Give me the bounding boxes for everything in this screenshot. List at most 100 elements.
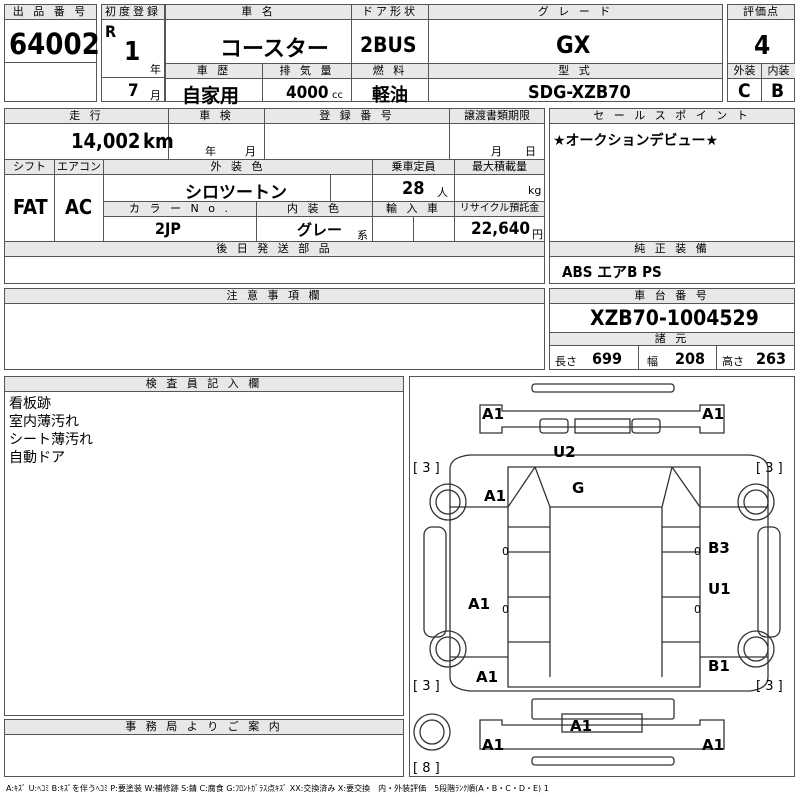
int-label: 内装 [762,64,795,79]
import-label: 輸 入 車 [373,202,454,217]
mark-left-front: A1 [484,487,506,505]
mark-u1: U1 [708,580,731,598]
grade: GX [556,31,591,59]
color-label: 外 装 色 [104,160,372,175]
specs-label: 諸 元 [550,333,794,346]
era: R [105,22,117,41]
mark-front-left: A1 [482,405,504,423]
displacement-value: 4000 [286,83,329,103]
mileage-label: 走 行 [5,109,168,124]
lot-number: 64002 [9,27,100,61]
transfer-month-unit: 月 [491,145,502,158]
shift-label: シフト [5,160,54,175]
later-parts-label: 後 日 発 送 部 品 [5,242,544,257]
reg-month: 7 [128,81,139,101]
interior-suffix: 系 [357,229,368,242]
tire-front-right: [ 3 ] [756,461,783,476]
zero-left-lower: 0 [502,603,509,616]
color-code-label: カ ラ ー N o . [104,202,256,217]
car-info-box: 車 名 ドア形状 グ レ ー ド コースター 2BUS GX 車 歴 排 気 量… [165,4,723,107]
inspector-line-1: 看板跡 [9,396,51,412]
score-box: 評価点 4 外装 内装 C B [727,4,795,102]
model-label: 型 式 [429,64,722,79]
width-label: 幅 [647,355,658,368]
history-value: 自家用 [182,85,240,107]
chassis-number: XZB70-1004529 [590,306,759,330]
fuel-value: 軽油 [372,85,408,106]
displacement-unit: cc [332,90,343,101]
vehicle-diagram-box: A1 A1 U2 G A1 B3 U1 A1 B1 A1 A1 A1 A1 [ … [409,376,795,777]
recycle-label: リサイクル預託金 [455,202,544,217]
mark-u2: U2 [553,443,576,461]
ext-label: 外装 [728,64,761,79]
equipment-value: ABS エアB PS [562,263,662,281]
mark-rear-center: A1 [570,717,592,735]
office-box: 事 務 局 よ り ご 案 内 [4,719,404,777]
transfer-label: 譲渡書類期限 [450,109,544,124]
first-reg-box: 初度登録 R 1 年 7 月 [101,4,165,102]
int-score: B [771,80,785,102]
inspector-line-3: シート薄汚れ [9,432,93,448]
tire-rear-left: [ 3 ] [413,679,440,694]
sales-point-text: ★オークションデビュー★ [553,133,719,149]
inspection-year-unit: 年 [205,145,216,158]
history-label: 車 歴 [166,64,262,79]
mark-g: G [572,479,584,497]
ac-label: エアコン [55,160,103,175]
chassis-box: 車 台 番 号 XZB70-1004529 諸 元 長さ 699 幅 208 高… [549,288,795,370]
tire-front-left: [ 3 ] [413,461,440,476]
equipment-label: 純 正 装 備 [550,242,794,257]
mileage-value: 14,002 [71,129,141,153]
height-value: 263 [756,349,787,368]
car-name: コースター [220,37,329,62]
maxload-label: 最大積載量 [455,160,544,175]
inspection-month-unit: 月 [245,145,256,158]
zero-right-lower: 0 [694,603,701,616]
lot-label: 出 品 番 号 [5,5,96,20]
recycle-value: 22,640 [471,219,531,239]
door-label: ドア形状 [352,5,428,20]
inspector-line-4: 自動ドア [9,450,65,466]
sales-point-box: セ ー ル ス ポ イ ン ト ★オークションデビュー★ 純 正 装 備 ABS… [549,108,795,284]
inspection-label: 車 検 [169,109,264,124]
tire-spare: [ 8 ] [413,761,440,776]
chassis-label: 車 台 番 号 [550,289,794,304]
inspector-box: 検 査 員 記 入 欄 看板跡 室内薄汚れ シート薄汚れ 自動ドア [4,376,404,716]
mileage-unit: km [143,129,174,153]
zero-right-upper: 0 [694,545,701,558]
mark-front-right: A1 [702,405,724,423]
model-value: SDG-XZB70 [528,82,631,103]
maxload-unit: kg [528,184,542,197]
lot-box: 出 品 番 号 64002 [4,4,100,102]
mark-left-mid: A1 [468,595,490,613]
reg-year: 1 [124,37,141,67]
notes-label: 注 意 事 項 欄 [5,289,544,304]
transfer-day-unit: 日 [525,145,536,158]
color-code: 2JP [155,219,181,238]
width-value: 208 [675,349,706,368]
fuel-label: 燃 料 [352,64,428,79]
month-unit: 月 [150,89,161,102]
interior-value: グレー [297,221,343,239]
displacement-label: 排 気 量 [263,64,351,79]
first-reg-label: 初度登録 [102,5,164,20]
year-unit: 年 [150,63,161,76]
tire-rear-right: [ 3 ] [756,679,783,694]
score-value: 4 [754,31,771,61]
inspector-line-2: 室内薄汚れ [9,414,79,430]
ext-score: C [738,80,751,102]
capacity-label: 乗車定員 [373,160,454,175]
inspector-label: 検 査 員 記 入 欄 [5,377,403,392]
mark-rear-right: A1 [702,736,724,754]
legend: A:ｷｽﾞ U:ﾍｺﾐ B:ｷｽﾞを伴うﾍｺﾐ P:要塗装 W:補修跡 S:錆 … [6,784,549,793]
mark-b3: B3 [708,539,730,557]
length-value: 699 [592,349,623,368]
detail-box: 走 行 車 検 登 録 番 号 譲渡書類期限 14,002 km 年 月 月 日… [4,108,545,284]
mark-b1: B1 [708,657,730,675]
mark-rear-left: A1 [482,736,504,754]
capacity-unit: 人 [437,186,448,199]
zero-left-upper: 0 [502,545,509,558]
height-label: 高さ [722,355,744,368]
score-label: 評価点 [728,5,794,20]
ac-value: AC [65,195,93,219]
